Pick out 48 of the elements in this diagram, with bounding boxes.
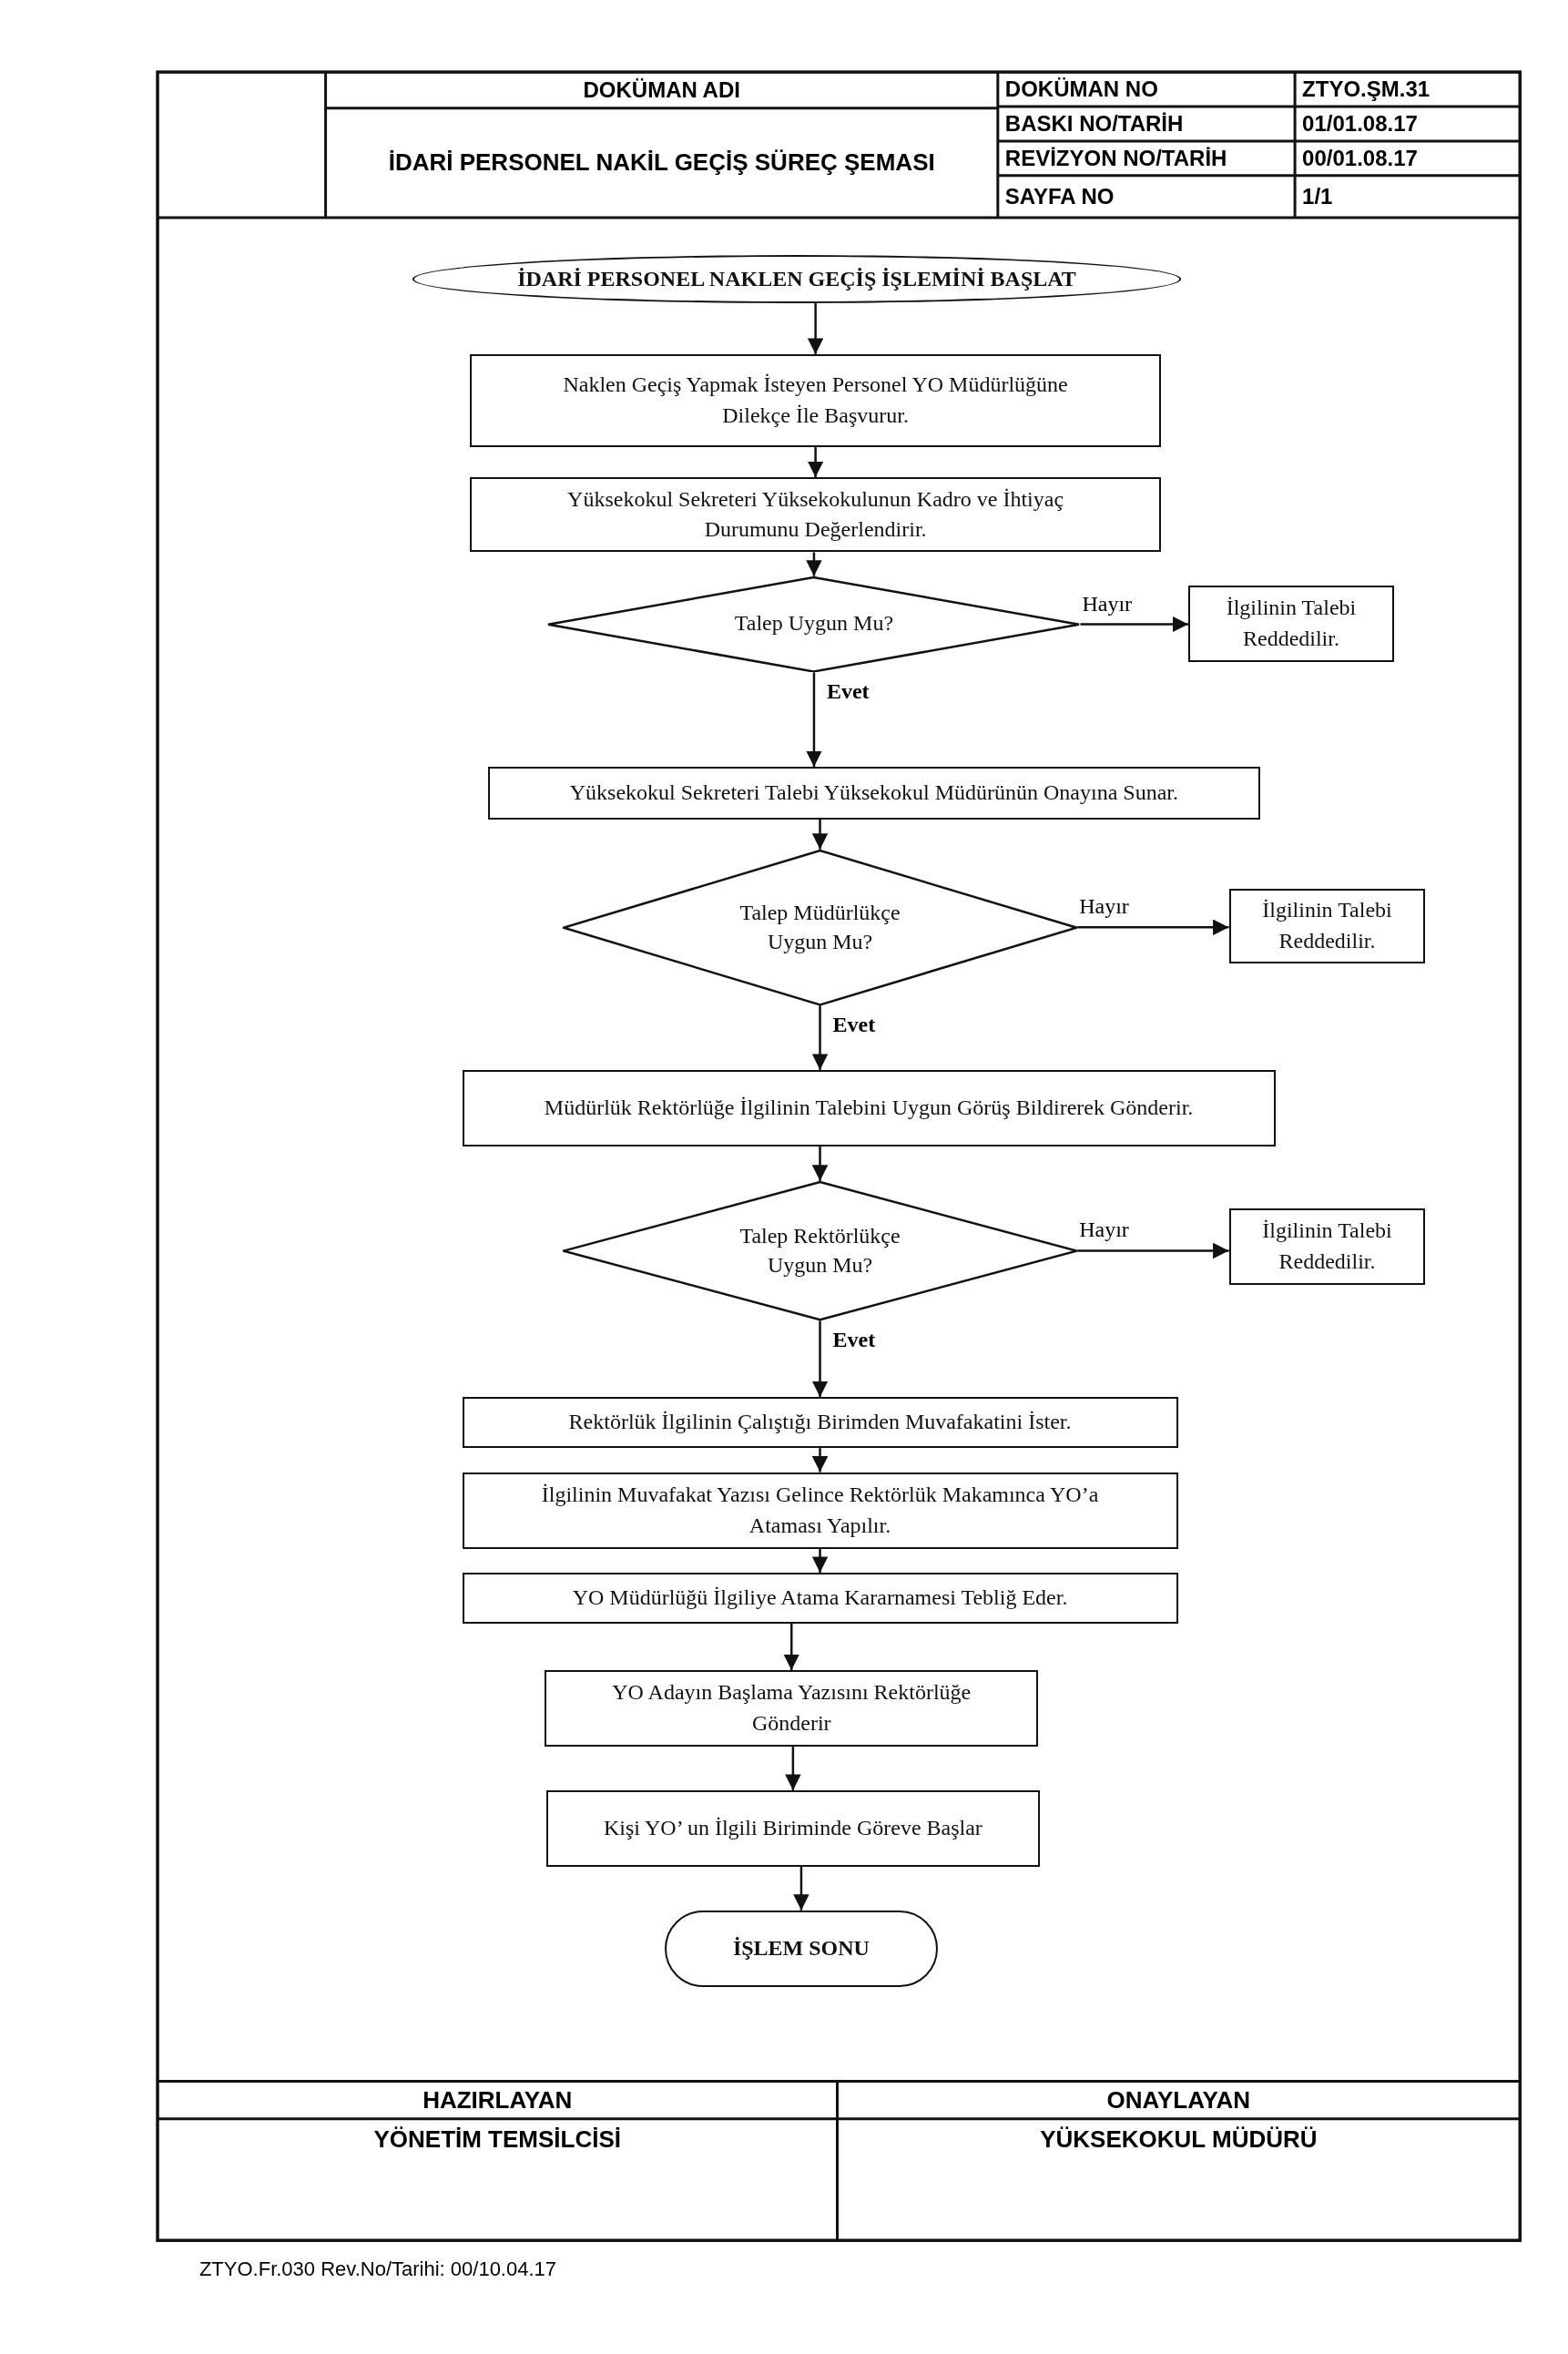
process-box: YO Adayın Başlama Yazısını Rektörlüğe Gönderir — [545, 1670, 1039, 1748]
arrow — [793, 1866, 809, 1911]
process-box: YO Müdürlüğü İlgiliye Atama Kararnamesi Tebliğ Eder. — [462, 1572, 1178, 1624]
field-value: ZTYO.ŞM.31 — [1302, 76, 1431, 104]
arrow — [1077, 919, 1229, 936]
arrow — [807, 302, 824, 354]
decision-text: Talep Müdürlükçe Uygun Mu? — [738, 900, 901, 955]
arrow — [811, 1320, 829, 1398]
document-title: İDARİ PERSONEL NAKİL GEÇİŞ SÜREÇ ŞEMASI — [388, 148, 935, 178]
field-name: REVİZYON NO/TARİH — [1004, 144, 1227, 172]
field-name: BASKI NO/TARİH — [1004, 109, 1184, 138]
process-box: İlgilinin Talebi Reddedilir. — [1228, 888, 1426, 963]
process-box: Yüksekokul Sekreteri Talebi Yüksekokul Müdürünün Onayına Sunar. — [487, 767, 1261, 820]
table-header: DOKÜMAN ADI — [583, 76, 740, 104]
process-box: Naklen Geçiş Yapmak İsteyen Personel YO Müdürlüğüne Dilekçe İle Başvurur. — [469, 353, 1162, 448]
end-terminator: İŞLEM SONU — [665, 1910, 938, 1987]
arrow — [811, 1146, 829, 1181]
process-box: İlgilinin Muvafakat Yazısı Gelince Rektörlük Makamınca YO’a Ataması Yapılır. — [462, 1472, 1178, 1549]
decision-text: Talep Uygun Mu? — [733, 610, 895, 637]
arrow — [1077, 1242, 1229, 1259]
signatory-role: YÖNETİM TEMSİLCİSİ — [373, 2125, 622, 2155]
process-box: Müdürlük Rektörlüğe İlgilinin Talebini Uygun Görüş Bildirerek Gönderir. — [462, 1069, 1276, 1146]
arrow — [811, 819, 829, 850]
arrow — [811, 1005, 829, 1070]
arrow — [783, 1623, 799, 1671]
footer-note: ZTYO.Fr.030 Rev.No/Tarihi: 00/10.04.17 — [199, 2257, 556, 2283]
arrow — [1080, 616, 1189, 633]
field-value: 00/01.08.17 — [1302, 144, 1419, 172]
signature-header: HAZIRLAYAN — [423, 2084, 573, 2115]
signature-header: ONAYLAYAN — [1106, 2084, 1251, 2115]
arrow — [806, 672, 822, 768]
field-value: 1/1 — [1302, 182, 1333, 210]
arrow — [811, 1448, 829, 1473]
decision-text: Talep Rektörlükçe Uygun Mu? — [738, 1223, 901, 1279]
arrow — [807, 447, 824, 477]
process-box: Rektörlük İlgilinin Çalıştığı Birimden Muvafakatini İster. — [462, 1397, 1178, 1449]
arrow — [811, 1548, 829, 1573]
field-name: SAYFA NO — [1004, 182, 1115, 210]
process-box: İlgilinin Talebi Reddedilir. — [1188, 585, 1394, 662]
field-value: 01/01.08.17 — [1302, 109, 1419, 138]
field-name: DOKÜMAN NO — [1004, 76, 1158, 104]
arrow — [785, 1747, 801, 1790]
process-box: Yüksekokul Sekreteri Yüksekokulunun Kadro ve İhtiyaç Durumunu Değerlendirir. — [469, 477, 1162, 553]
process-box: Kişi YO’ un İlgili Biriminde Göreve Başlar — [545, 1789, 1040, 1867]
signatory-role: YÜKSEKOKUL MÜDÜRÜ — [1040, 2125, 1318, 2155]
start-oval: İDARİ PERSONEL NAKLEN GEÇİŞ İŞLEMİNİ BAŞLAT — [412, 255, 1181, 303]
arrow — [806, 552, 822, 576]
process-box: İlgilinin Talebi Reddedilir. — [1228, 1208, 1426, 1285]
